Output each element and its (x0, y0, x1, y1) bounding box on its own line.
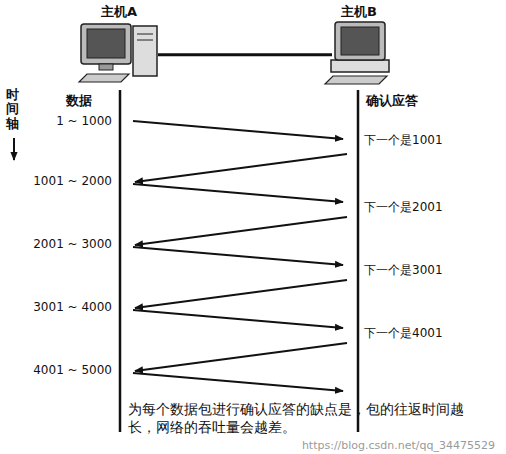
computer-icon (77, 20, 161, 86)
network-link (158, 53, 332, 56)
caption: 为每个数据包进行确认应答的缺点是，包的往返时间越长，网络的吞吐量会越差。 (128, 400, 464, 436)
sequence-label: 下一个是4001 (364, 326, 443, 340)
sequence-label: 数据 (66, 94, 92, 108)
sequence-label: 下一个是3001 (364, 263, 443, 277)
message-arrow (135, 343, 347, 371)
timeline-b (357, 90, 360, 432)
sequence-label: 确认应答 (366, 94, 418, 108)
host-computer: 主机B (316, 4, 402, 86)
message-arrow (133, 184, 343, 202)
host-label: 主机B (316, 4, 402, 20)
message-arrow (135, 217, 347, 245)
timeline-a (119, 90, 122, 432)
time-arrow (13, 138, 15, 160)
sequence-label: 4001 ~ 5000 (33, 363, 112, 377)
sequence-label: 下一个是2001 (364, 200, 443, 214)
sequence-label: 3001 ~ 4000 (33, 300, 112, 314)
host-label: 主机A (76, 4, 162, 20)
sequence-label: 1 ~ 1000 (56, 114, 112, 128)
computer-icon (317, 20, 401, 86)
watermark: https://blog.csdn.net/qq_34475529 (302, 439, 495, 453)
sequence-label: 下一个是1001 (364, 133, 443, 147)
message-arrow (133, 310, 343, 328)
host-computer: 主机A (76, 4, 162, 86)
message-arrow (133, 247, 343, 265)
sequence-label: 2001 ~ 3000 (33, 237, 112, 251)
message-arrow (135, 280, 347, 308)
message-arrow (135, 154, 347, 182)
sequence-label: 1001 ~ 2000 (33, 174, 112, 188)
axis-label: 时间轴 (6, 88, 19, 131)
message-arrow (133, 121, 343, 139)
message-arrow (133, 373, 343, 391)
